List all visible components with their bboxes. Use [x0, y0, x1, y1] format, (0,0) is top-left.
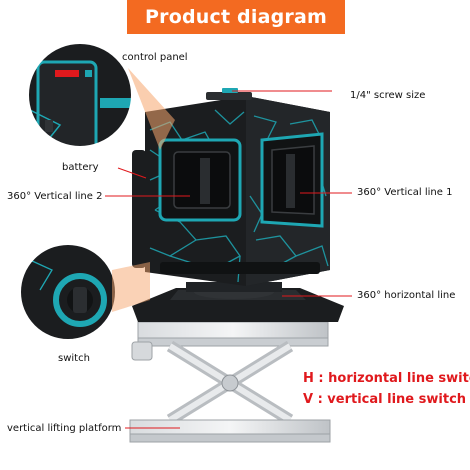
label-vertical-line-2: 360° Vertical line 2: [7, 191, 103, 202]
label-vertical-line-1: 360° Vertical line 1: [357, 187, 453, 198]
page-title: Product diagram: [145, 6, 327, 28]
label-switch: switch: [58, 353, 90, 364]
lifting-platform: [129, 321, 331, 443]
label-screw-size: 1/4" screw size: [350, 90, 426, 101]
pointer-lines: [105, 90, 352, 429]
label-horizontal-line: 360° horizontal line: [357, 290, 456, 301]
zoom-connector-top: [128, 68, 175, 150]
battery-pack: [132, 150, 146, 268]
legend-h-line: H : horizontal line switch: [303, 371, 470, 386]
label-battery: battery: [62, 162, 99, 173]
mount-base: [132, 282, 344, 322]
switch-zoom: [19, 243, 117, 341]
legend-v-line: V : vertical line switch: [303, 392, 467, 407]
laser-body: [145, 88, 330, 286]
label-lifting-platform: vertical lifting platform: [7, 423, 122, 434]
title-banner: Product diagram: [127, 0, 345, 34]
label-control-panel: control panel: [122, 52, 188, 63]
zoom-connector-bottom: [112, 262, 150, 312]
control-panel-zoom: [27, 42, 133, 148]
